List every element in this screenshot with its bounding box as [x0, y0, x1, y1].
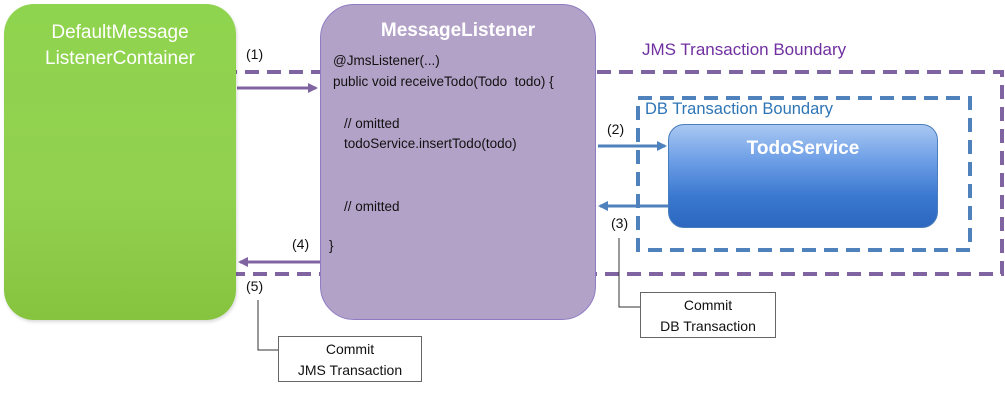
jms-commit-leader-line	[257, 300, 278, 351]
message-listener-box	[320, 4, 596, 320]
db-commit-callout: Commit DB Transaction	[640, 292, 776, 338]
jms-commit-callout: Commit JMS Transaction	[278, 336, 422, 382]
todo-service-box	[668, 124, 938, 228]
db-commit-leader-line	[618, 238, 640, 308]
step-1-label: (1)	[246, 46, 264, 62]
jms-commit-line2: JMS Transaction	[297, 362, 403, 378]
db-commit-line2: DB Transaction	[660, 318, 756, 334]
jms-commit-line1: Commit	[325, 341, 375, 357]
step-4-label: (4)	[292, 236, 310, 252]
code-method-signature: public void receiveTodo(Todo todo) {	[333, 74, 554, 89]
db-boundary-label: DB Transaction Boundary	[645, 100, 834, 118]
jms-boundary-label: JMS Transaction Boundary	[642, 40, 847, 59]
db-transaction-boundary	[636, 96, 972, 252]
message-listener-title: MessageListener	[380, 20, 536, 41]
container-title-line2: ListenerContainer	[45, 48, 195, 69]
default-message-listener-container	[4, 4, 236, 320]
step-2-label: (2)	[607, 121, 625, 137]
container-title: DefaultMessage ListenerContainer	[4, 20, 236, 72]
code-annotation: @JmsListener(...)	[333, 53, 440, 68]
code-insert-call: todoService.insertTodo(todo)	[344, 136, 517, 151]
step-5-label: (5)	[246, 278, 264, 294]
step-3-label: (3)	[611, 215, 629, 231]
todo-service-title: TodoService	[746, 138, 860, 159]
container-title-line1: DefaultMessage	[51, 22, 189, 43]
code-comment-2: // omitted	[344, 199, 400, 214]
code-comment-1: // omitted	[344, 116, 400, 131]
code-closing-brace: }	[329, 238, 334, 253]
db-commit-line1: Commit	[683, 297, 733, 313]
